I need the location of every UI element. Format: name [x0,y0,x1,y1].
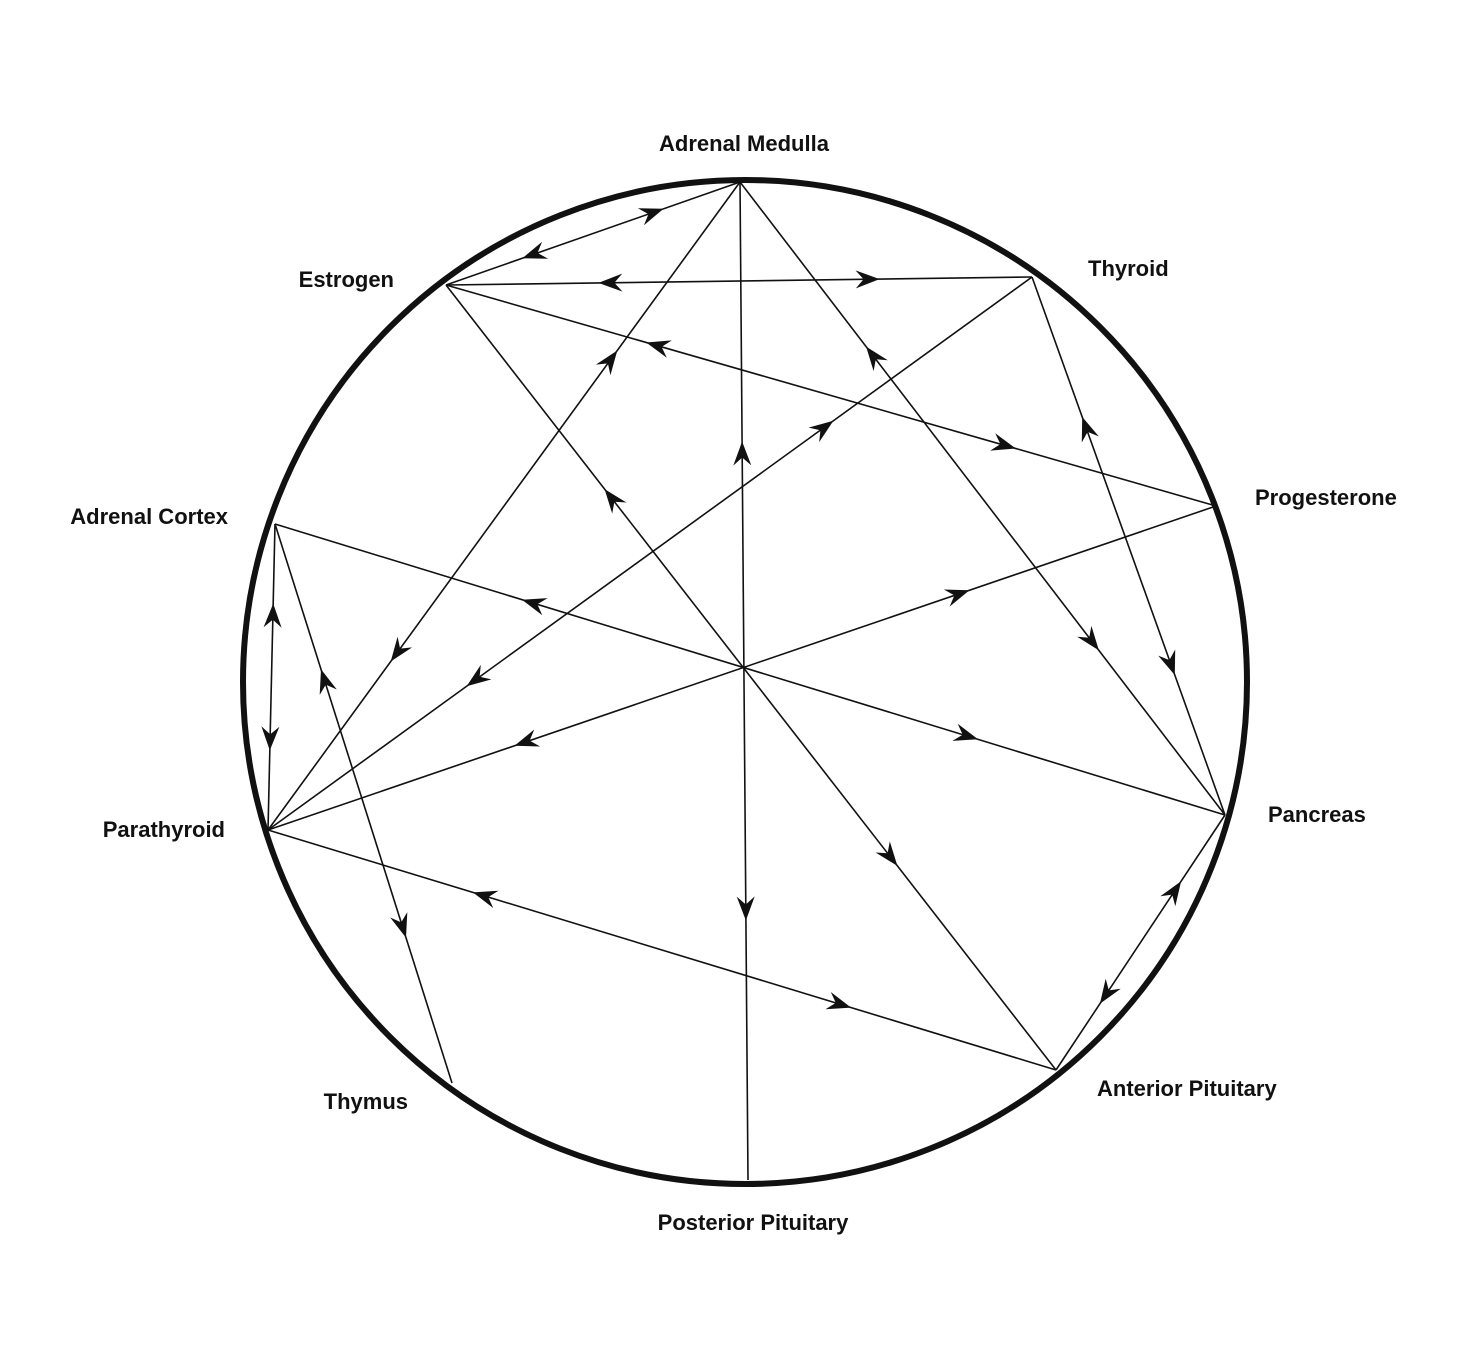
label-parathyroid: Parathyroid [103,817,225,842]
arrowhead-to-anterior_pituitary [825,992,852,1010]
arrowhead-to-thyroid [855,270,880,289]
connection-parathyroid-anterior_pituitary [267,829,1057,1071]
arrowhead-to-thyroid [808,420,834,443]
arrowhead-to-pancreas [1160,881,1182,907]
connection-progesterone-estrogen [445,284,1217,507]
label-posterior-pituitary: Posterior Pituitary [658,1210,849,1235]
arrowhead-to-adrenal_medulla [866,346,888,372]
arrowhead-to-adrenal_medulla [733,441,752,466]
connection-adrenal_cortex-parathyroid [267,523,276,831]
arrowhead-to-estrogen [646,340,672,358]
arrowhead-to-parathyroid [261,726,280,751]
arrowhead-to-parathyroid [466,664,492,687]
arrowhead-to-anterior_pituitary [1099,978,1121,1004]
arrowhead-to-parathyroid [390,636,413,662]
arrowhead-to-estrogen [598,273,623,292]
connection-pancreas-anterior_pituitary [1055,814,1226,1071]
arrowhead-to-pancreas [1158,649,1176,676]
arrowhead-to-estrogen [522,241,549,259]
arrowhead-to-thyroid [1081,416,1099,443]
connection-estrogen-thyroid [445,276,1033,286]
arrowhead-to-thymus [390,912,408,938]
arrowhead-to-parathyroid [472,890,499,908]
arrowhead-to-anterior_pituitary [875,841,898,866]
arrowhead-to-parathyroid [514,729,541,747]
arrowheads [261,208,1182,1010]
label-thyroid: Thyroid [1088,256,1169,281]
arrowhead-to-adrenal_cortex [319,669,337,695]
connection-progesterone-parathyroid [267,505,1217,831]
arrowhead-to-pancreas [1077,625,1099,651]
arrowhead-to-adrenal_cortex [263,603,282,628]
label-estrogen: Estrogen [299,267,394,292]
connection-adrenal_medulla-parathyroid [267,181,741,831]
outer-circle [240,177,1250,1187]
arrowhead-to-adrenal_medulla [595,350,618,376]
label-adrenal-medulla: Adrenal Medulla [659,131,830,156]
arrowhead-to-estrogen [604,489,627,514]
connection-estrogen-adrenal_medulla [445,181,741,286]
connection-anterior_pituitary-estrogen [445,284,1057,1071]
arrowhead-to-adrenal_cortex [522,598,548,616]
label-thymus: Thymus [324,1089,408,1114]
arrowhead-to-posterior_pituitary [736,896,755,921]
connection-adrenal_medulla-posterior_pituitary [739,181,749,1181]
label-progesterone: Progesterone [1255,485,1397,510]
connection-thyroid-pancreas [1031,276,1226,816]
arrowhead-to-adrenal_medulla [637,208,664,226]
label-adrenal-cortex: Adrenal Cortex [70,504,228,529]
connection-thyroid-parathyroid [267,276,1033,831]
label-anterior-pituitary: Anterior Pituitary [1097,1076,1277,1101]
connection-adrenal_medulla-pancreas [739,181,1226,816]
connection-lines [267,181,1226,1181]
connection-adrenal_cortex-pancreas [274,523,1226,816]
arrowhead-to-progesterone [943,589,970,607]
arrowhead-to-pancreas [952,723,978,741]
label-pancreas: Pancreas [1268,802,1366,827]
connection-adrenal_cortex-thymus [274,523,453,1084]
arrowhead-to-progesterone [990,433,1016,451]
